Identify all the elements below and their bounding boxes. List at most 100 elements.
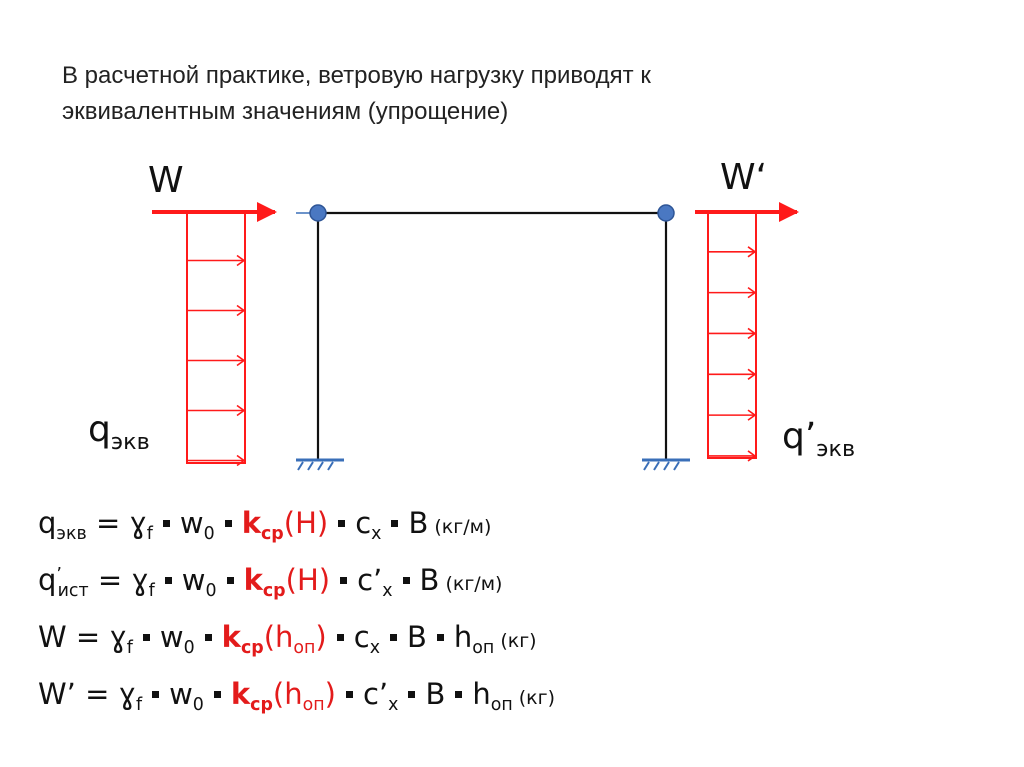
f2-w: w — [181, 563, 206, 597]
right-load-arrowhead — [747, 409, 757, 421]
f1-gamma-sub: f — [146, 523, 153, 544]
multiply-dot — [224, 519, 232, 527]
f1-c-sub: x — [371, 523, 382, 544]
f3-c: c — [353, 620, 370, 654]
f3-w-sub: 0 — [183, 637, 195, 658]
f2-eq: = — [88, 563, 132, 597]
multiply-dot — [408, 690, 416, 698]
right-load-arrows — [709, 246, 757, 462]
f2-k-term: kср(H) — [243, 563, 331, 601]
label-q-right: q’экв — [782, 416, 855, 462]
left-load-arrowhead — [236, 404, 246, 417]
f3-arg-sub: оп — [293, 637, 316, 658]
q-left-sub: экв — [110, 428, 150, 455]
f3-arg-open: (h — [263, 620, 294, 654]
left-load-arrowhead — [236, 354, 246, 367]
left-load-arrowhead — [236, 304, 246, 317]
f1-gamma: ɣ — [129, 506, 147, 540]
multiply-dot — [436, 633, 444, 641]
f4-gamma: ɣ — [118, 677, 136, 711]
multiply-dot — [226, 576, 234, 584]
f4-w-sub: 0 — [192, 694, 204, 715]
right-load-arrowhead — [747, 327, 757, 340]
f4-gamma-sub: f — [135, 694, 143, 715]
multiply-dot — [164, 576, 172, 584]
f3-gamma-sub: f — [126, 637, 133, 658]
f1-k-sub: ср — [260, 523, 284, 544]
multiply-dot — [338, 519, 346, 527]
f4-arg-close: ) — [324, 677, 336, 711]
f1-w: w — [179, 506, 204, 540]
multiply-dot — [402, 576, 410, 584]
f3-c-sub: x — [369, 637, 380, 658]
multiply-dot — [340, 576, 348, 584]
right-load-arrowhead — [747, 368, 757, 380]
multiply-dot — [336, 633, 344, 641]
label-q-left: qэкв — [88, 409, 150, 455]
f3-unit: (кг) — [500, 630, 537, 652]
f2-unit: (кг/м) — [445, 573, 503, 595]
q-right-sub: экв — [816, 435, 856, 462]
f3-gamma: ɣ — [109, 620, 127, 654]
multiply-dot — [345, 690, 353, 698]
f3-b: B — [407, 620, 427, 654]
slide-title: В расчетной практике, ветровую нагрузку … — [62, 58, 962, 130]
multiply-dot — [152, 690, 160, 698]
label-w-right: W‘ — [720, 157, 768, 198]
right-load-arrowhead — [747, 246, 757, 258]
left-load-arrowhead — [236, 254, 246, 267]
q-right-base: q’ — [782, 416, 817, 457]
multiply-dot — [390, 633, 397, 641]
f3-eq: = — [66, 620, 110, 654]
label-w-left: W — [148, 160, 184, 201]
multiply-dot — [162, 519, 170, 527]
f1-b: B — [408, 506, 429, 540]
f2-lhs: q — [38, 563, 57, 597]
f4-k: k — [230, 677, 251, 711]
f1-unit: (кг/м) — [434, 516, 492, 538]
title-line-1: В расчетной практике, ветровую нагрузку … — [62, 62, 651, 89]
f4-b: B — [425, 677, 446, 711]
right-fixed-support — [642, 458, 690, 471]
portal-frame — [316, 211, 668, 460]
f3-arg-close: ) — [315, 620, 327, 654]
f4-k-term: kср(hоп) — [230, 677, 336, 715]
f4-lhs: W’ — [38, 677, 76, 711]
f1-w-sub: 0 — [203, 523, 215, 544]
f3-h-sub: оп — [472, 637, 495, 658]
f2-c-sub: x — [382, 580, 393, 601]
left-distributed-load-block — [186, 212, 246, 464]
f3-w: w — [159, 620, 184, 654]
right-distributed-load-block — [707, 212, 757, 459]
f4-c: c’ — [362, 677, 389, 711]
f4-k-sub: ср — [250, 694, 273, 715]
right-load-arrowhead — [747, 286, 757, 299]
multiply-dot — [455, 690, 463, 698]
left-load-arrows — [188, 254, 246, 467]
left-load-arrowhead — [236, 454, 246, 467]
multiply-dot — [142, 633, 150, 641]
title-line-2: эквивалентным значениям (упрощение) — [62, 98, 509, 125]
f1-lhs: q — [38, 506, 57, 540]
f1-k: k — [241, 506, 261, 540]
f2-arg: (H) — [285, 563, 331, 597]
f2-lhs-sub: ист — [57, 580, 89, 601]
multiply-dot — [391, 519, 399, 527]
f4-c-sub: x — [388, 694, 399, 715]
f2-gamma: ɣ — [131, 563, 149, 597]
f3-h: h — [453, 620, 473, 654]
f2-w-sub: 0 — [205, 580, 217, 601]
f2-k: k — [243, 563, 263, 597]
f4-unit: (кг) — [518, 687, 556, 709]
f1-eq: = — [86, 506, 130, 540]
f1-k-term: kср(H) — [241, 506, 329, 544]
f4-arg-sub: оп — [302, 694, 325, 715]
right-load-arrowhead — [747, 450, 757, 462]
f2-k-sub: ср — [262, 580, 286, 601]
f3-lhs: W — [38, 620, 67, 654]
